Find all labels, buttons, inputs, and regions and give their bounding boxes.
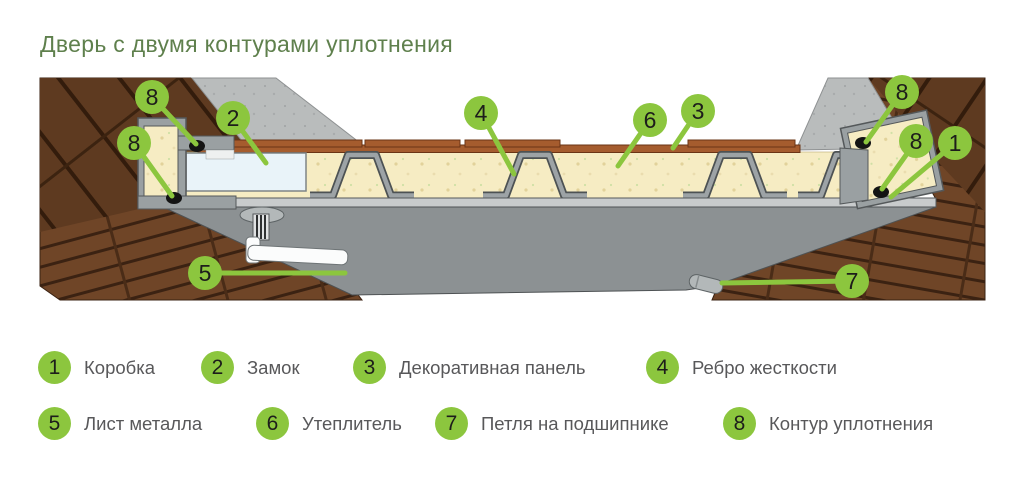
svg-text:7: 7 <box>846 268 859 294</box>
svg-text:2: 2 <box>227 105 240 131</box>
door-handle <box>239 206 349 266</box>
door-leaf-end-cap <box>839 147 869 205</box>
callout-badge-insulation: 6 <box>633 103 667 137</box>
svg-text:4: 4 <box>475 100 488 126</box>
hinge <box>688 274 724 294</box>
page-title: Дверь с двумя контурами уплотнения <box>40 31 454 57</box>
callout-badge-metal-sheet: 5 <box>188 256 222 290</box>
callout-badge-seal-bottom-left: 8 <box>117 126 151 160</box>
svg-text:3: 3 <box>692 98 705 124</box>
svg-text:8: 8 <box>910 128 923 154</box>
lock-body <box>185 152 307 192</box>
callout-badge-seal-bottom-right: 8 <box>899 124 933 158</box>
callout-badge-panel: 3 <box>681 94 715 128</box>
svg-text:1: 1 <box>949 130 962 156</box>
svg-text:8: 8 <box>128 130 141 156</box>
svg-text:8: 8 <box>896 79 909 105</box>
callout-badge-rib: 4 <box>464 96 498 130</box>
callout-badge-frame: 1 <box>938 126 972 160</box>
callout-badge-lock: 2 <box>216 101 250 135</box>
callout-badge-seal-top-left: 8 <box>135 80 169 114</box>
callout-badge-seal-top-right: 8 <box>885 75 919 109</box>
svg-text:8: 8 <box>146 84 159 110</box>
svg-text:5: 5 <box>199 260 212 286</box>
metal-sheet-edge <box>151 197 937 208</box>
svg-text:6: 6 <box>644 107 657 133</box>
callout-badge-hinge: 7 <box>835 264 869 298</box>
